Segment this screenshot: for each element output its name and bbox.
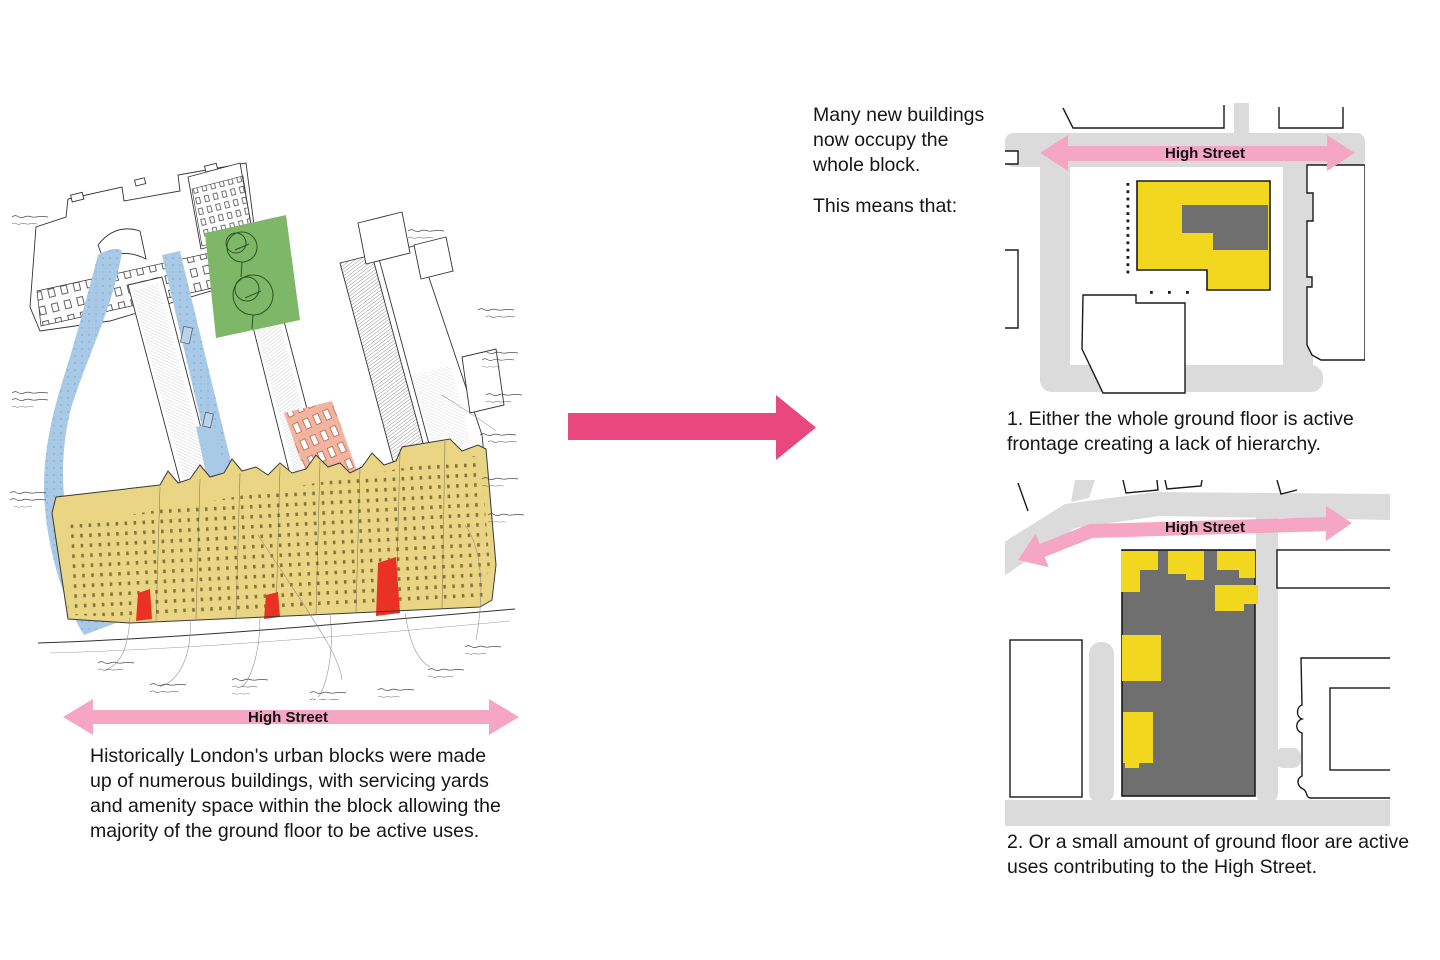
intro-paragraph-2: This means that:	[813, 195, 958, 217]
context-buildings	[1005, 105, 1365, 394]
diagram-whole-block-active: High Street	[1005, 103, 1365, 394]
sketch-red-gap	[376, 557, 400, 616]
transition-arrow-icon	[568, 395, 816, 460]
left-high-street-arrow: High Street	[63, 699, 519, 735]
sketch-red-gap	[264, 592, 280, 619]
sketch-ground-line	[37, 608, 516, 654]
sketch-car-icon	[180, 325, 193, 345]
high-street-arrow	[1018, 506, 1352, 568]
diagram1-street-label: High Street	[1165, 145, 1245, 162]
sketch-car-icon	[202, 411, 214, 429]
arrow-left-head	[63, 699, 93, 735]
left-caption: Historically London's urban blocks were …	[90, 745, 501, 842]
intro-paragraph-1: Many new buildings now occupy the whole …	[813, 104, 985, 176]
high-street-arrow	[1040, 135, 1355, 171]
sketch-green-courtyard	[205, 215, 300, 338]
diagram-partial-active: High Street	[1005, 480, 1390, 826]
left-street-label: High Street	[248, 709, 328, 726]
street-network	[1005, 480, 1390, 826]
dotted-boundary	[1126, 183, 1189, 294]
diagram2-caption: 2. Or a small amount of ground floor are…	[1007, 831, 1410, 878]
context-buildings	[1009, 480, 1390, 799]
arrow-right-head	[489, 699, 519, 735]
diagram1-caption: 1. Either the whole ground floor is acti…	[1007, 408, 1354, 455]
sketch-yellow-terrace	[51, 438, 497, 624]
active-frontage-patches	[1121, 551, 1258, 768]
sketch-red-gap	[136, 589, 152, 621]
historic-block-sketch	[10, 162, 525, 700]
diagram2-street-label: High Street	[1165, 519, 1245, 536]
inner-courtyard	[1182, 205, 1268, 250]
